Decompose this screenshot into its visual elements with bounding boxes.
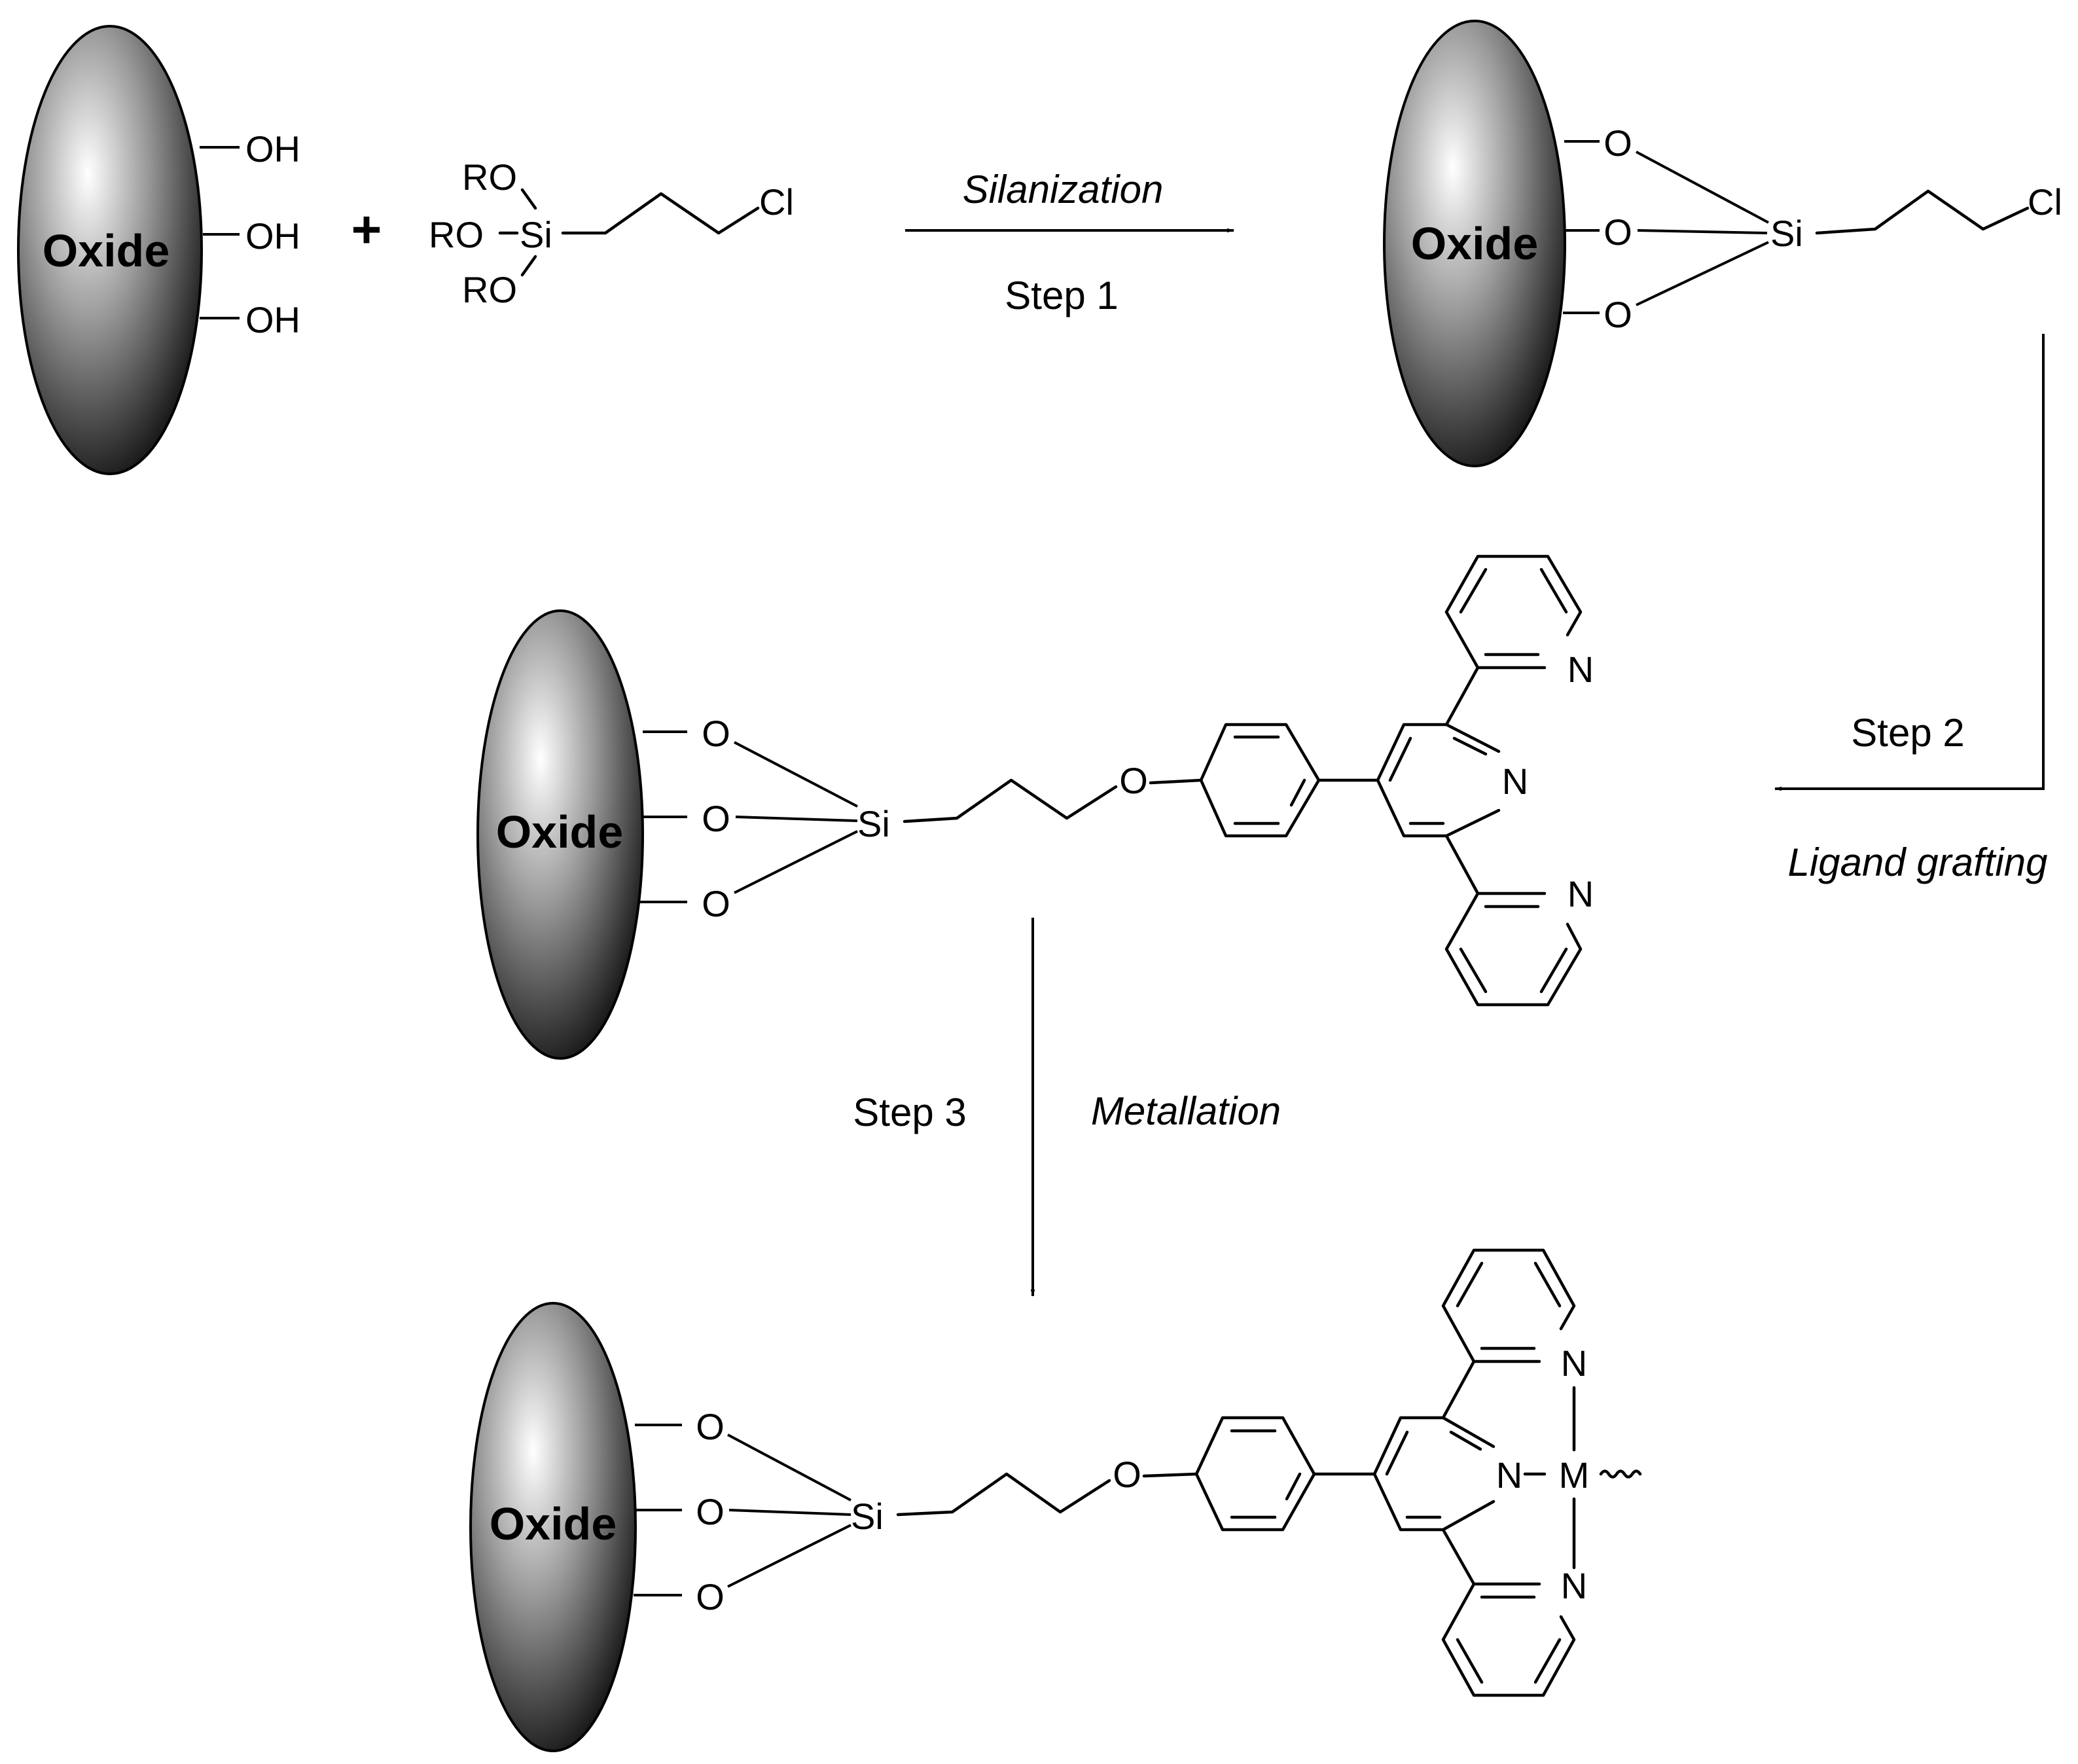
central-pyridine-ring: N [1376, 666, 1528, 895]
silicon-atom: Si [851, 1496, 884, 1537]
oxide-particle [476, 609, 644, 1060]
oxide-label: Oxide [496, 806, 624, 857]
upper-pyridine-ring: N [1444, 554, 1594, 690]
terpyridine-grafted-oxide: Oxide O O O Si O N [476, 554, 1594, 1060]
oxygen-atom: O [1603, 122, 1632, 164]
pyridine-nitrogen: N [1561, 1565, 1587, 1606]
pyridine-nitrogen: N [1567, 649, 1594, 690]
lower-pyridine-ring: N [1441, 1565, 1587, 1697]
chlorine-atom: Cl [2028, 181, 2062, 223]
chloropropyl-silane: RO RO RO Si Cl [429, 156, 794, 310]
pyridine-nitrogen: N [1496, 1454, 1522, 1496]
metal-atom: M [1559, 1454, 1590, 1496]
silicon-atom: Si [520, 214, 552, 255]
chlorine-atom: Cl [759, 181, 794, 223]
oxygen-atom: O [1603, 294, 1632, 335]
oxygen-atom: O [1113, 1454, 1141, 1495]
phenylene-ring [1149, 723, 1380, 838]
hydroxyl-group: OH [245, 128, 300, 170]
oxygen-atom: O [1119, 760, 1148, 801]
silicon-atom: Si [857, 803, 890, 844]
metallated-terpyridine-oxide: Oxide O O O Si O N [469, 1248, 1642, 1752]
wavy-bond [1599, 1469, 1642, 1479]
pyridine-nitrogen: N [1567, 873, 1594, 914]
oxide-label: Oxide [43, 225, 170, 276]
step2-process-label: Ligand grafting [1788, 840, 2048, 884]
alkoxy-group: RO [429, 214, 484, 255]
hydroxyl-group: OH [245, 215, 300, 257]
alkoxy-group: RO [462, 269, 517, 310]
phenylene-ring [1142, 1416, 1376, 1532]
oxide-particle [17, 25, 203, 475]
metal-center: M [1523, 1386, 1642, 1570]
hydroxyl-group: OH [245, 299, 300, 340]
oxygen-atom: O [1603, 211, 1632, 253]
oxide-particle [469, 1302, 637, 1752]
pyridine-nitrogen: N [1502, 761, 1528, 802]
plus-sign: + [351, 200, 382, 259]
step2-arrow: Step 2 Ligand grafting [1774, 334, 2048, 884]
oxygen-atom: O [696, 1406, 725, 1447]
step3-process-label: Metallation [1091, 1089, 1281, 1133]
chloropropyl-grafted-oxide: Oxide O O O Si Cl [1383, 20, 2062, 467]
hydroxylated-oxide-particle: Oxide OH OH OH [17, 25, 300, 475]
step1-label: Step 1 [1005, 274, 1118, 317]
pyridine-nitrogen: N [1561, 1342, 1587, 1384]
oxygen-atom: O [702, 883, 730, 924]
alkoxy-group: RO [462, 156, 517, 198]
central-pyridine-ring: N [1372, 1359, 1522, 1586]
oxide-label: Oxide [490, 1498, 617, 1549]
lower-pyridine-ring: N [1444, 873, 1594, 1007]
oxide-label: Oxide [1411, 218, 1539, 269]
step3-label: Step 3 [853, 1090, 966, 1134]
silicon-atom: Si [1770, 213, 1803, 254]
oxygen-atom: O [696, 1576, 725, 1617]
step2-label: Step 2 [1851, 711, 1964, 755]
oxygen-atom: O [702, 713, 730, 754]
step3-arrow: Step 3 Metallation [853, 918, 1281, 1297]
upper-pyridine-ring: N [1441, 1248, 1587, 1384]
oxide-particle [1383, 20, 1566, 467]
oxygen-atom: O [696, 1491, 725, 1532]
step1-arrow: Silanization Step 1 [905, 168, 1235, 317]
step1-process-label: Silanization [963, 168, 1164, 211]
oxygen-atom: O [702, 798, 730, 839]
